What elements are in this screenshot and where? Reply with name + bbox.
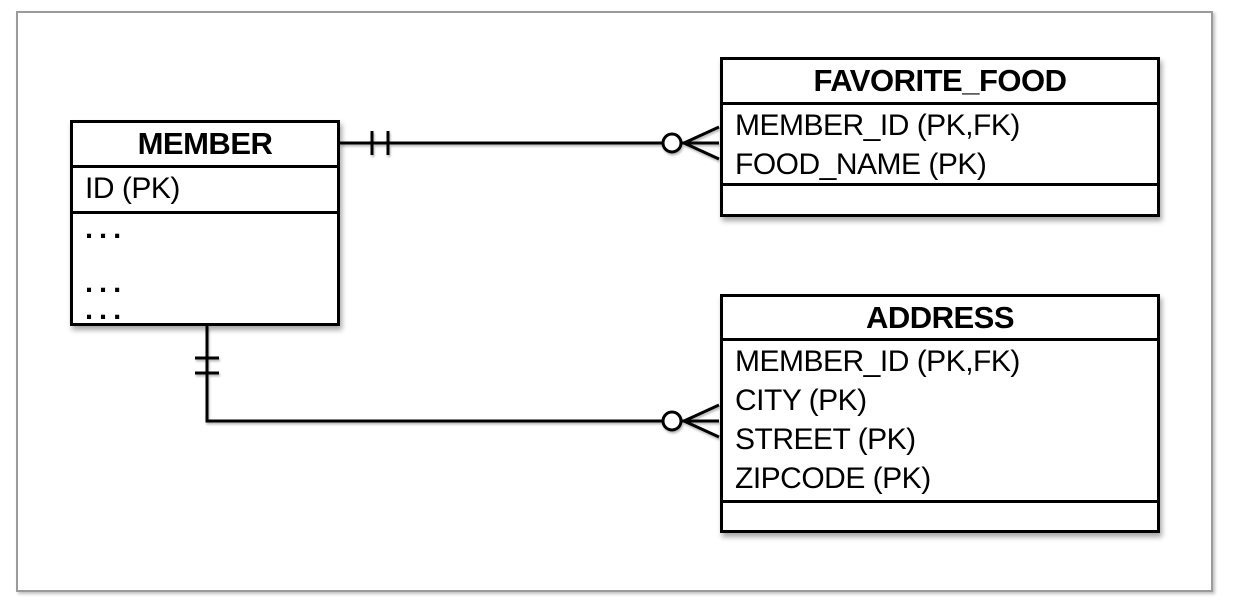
entity-attribute: ZIPCODE (PK) (735, 462, 931, 495)
entity-attribute: MEMBER_ID (PK,FK) (735, 345, 1020, 378)
placeholder-row: ... (85, 213, 128, 245)
entity-address: ADDRESS MEMBER_ID (PK,FK) CITY (PK) STRE… (720, 294, 1160, 533)
entity-attribute: MEMBER_ID (PK,FK) (735, 109, 1020, 142)
entity-attribute-list: MEMBER_ID (PK,FK) CITY (PK) STREET (PK) … (723, 341, 1157, 503)
entity-member: MEMBER ID (PK) ... ... ... (70, 120, 340, 326)
entity-empty-row (723, 186, 1157, 214)
zero-circle-icon (661, 410, 683, 432)
entity-title: MEMBER (73, 123, 337, 168)
entity-title: ADDRESS (723, 297, 1157, 341)
entity-attribute: FOOD_NAME (PK) (735, 148, 987, 181)
entity-attribute-list: MEMBER_ID (PK,FK) FOOD_NAME (PK) (723, 105, 1157, 186)
crow-foot-many-icon (680, 403, 720, 439)
placeholder-row: ... (85, 267, 128, 299)
entity-attribute: ID (PK) (85, 172, 180, 205)
entity-title: FAVORITE_FOOD (723, 60, 1157, 105)
crow-foot-many-icon (680, 125, 720, 161)
entity-favorite-food: FAVORITE_FOOD MEMBER_ID (PK,FK) FOOD_NAM… (720, 57, 1160, 217)
entity-attribute: STREET (PK) (735, 423, 916, 456)
entity-placeholder-rows: ... ... ... (73, 214, 337, 325)
entity-attribute-list: ID (PK) (73, 168, 337, 214)
entity-empty-row (723, 503, 1157, 530)
placeholder-row: ... (85, 294, 128, 326)
connector-line (205, 326, 663, 423)
connector-member-favorite-food (340, 125, 720, 161)
entity-attribute: CITY (PK) (735, 384, 867, 417)
zero-circle-icon (661, 132, 683, 154)
connector-member-address (195, 326, 720, 439)
